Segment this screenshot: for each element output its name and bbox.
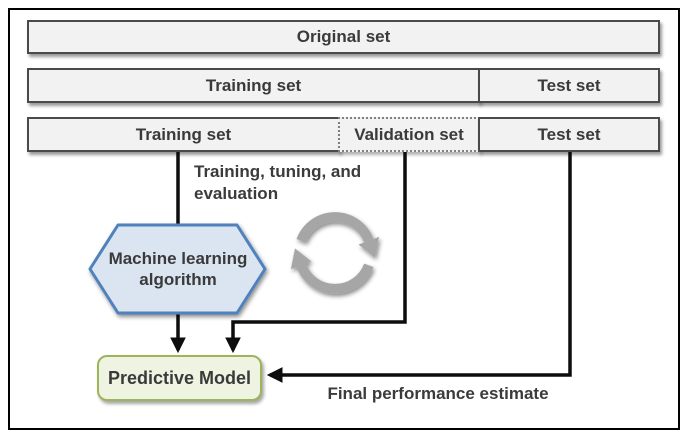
test-set-row2-label: Test set [537, 75, 601, 95]
training-set-row3-box: Training set [27, 117, 340, 152]
predictive-model-box: Predictive Model [97, 355, 262, 401]
validation-set-box: Validation set [338, 117, 480, 152]
original-set-box: Original set [27, 20, 660, 54]
training-set-row2-label: Training set [205, 75, 302, 95]
machine-learning-algorithm-label: Machine learning algorithm [108, 249, 248, 289]
predictive-model-label: Predictive Model [107, 367, 252, 388]
loop-annotation: Training, tuning, and evaluation [194, 162, 362, 203]
test-set-row3-label: Test set [537, 124, 601, 144]
original-set-label: Original set [296, 27, 391, 46]
training-set-row2-box: Training set [27, 68, 480, 103]
final-estimate-annotation: Final performance estimate [327, 384, 549, 403]
training-set-row3-label: Training set [135, 124, 232, 144]
test-set-row3-box: Test set [478, 117, 660, 152]
validation-set-label: Validation set [354, 124, 464, 144]
test-set-row2-box: Test set [478, 68, 660, 103]
